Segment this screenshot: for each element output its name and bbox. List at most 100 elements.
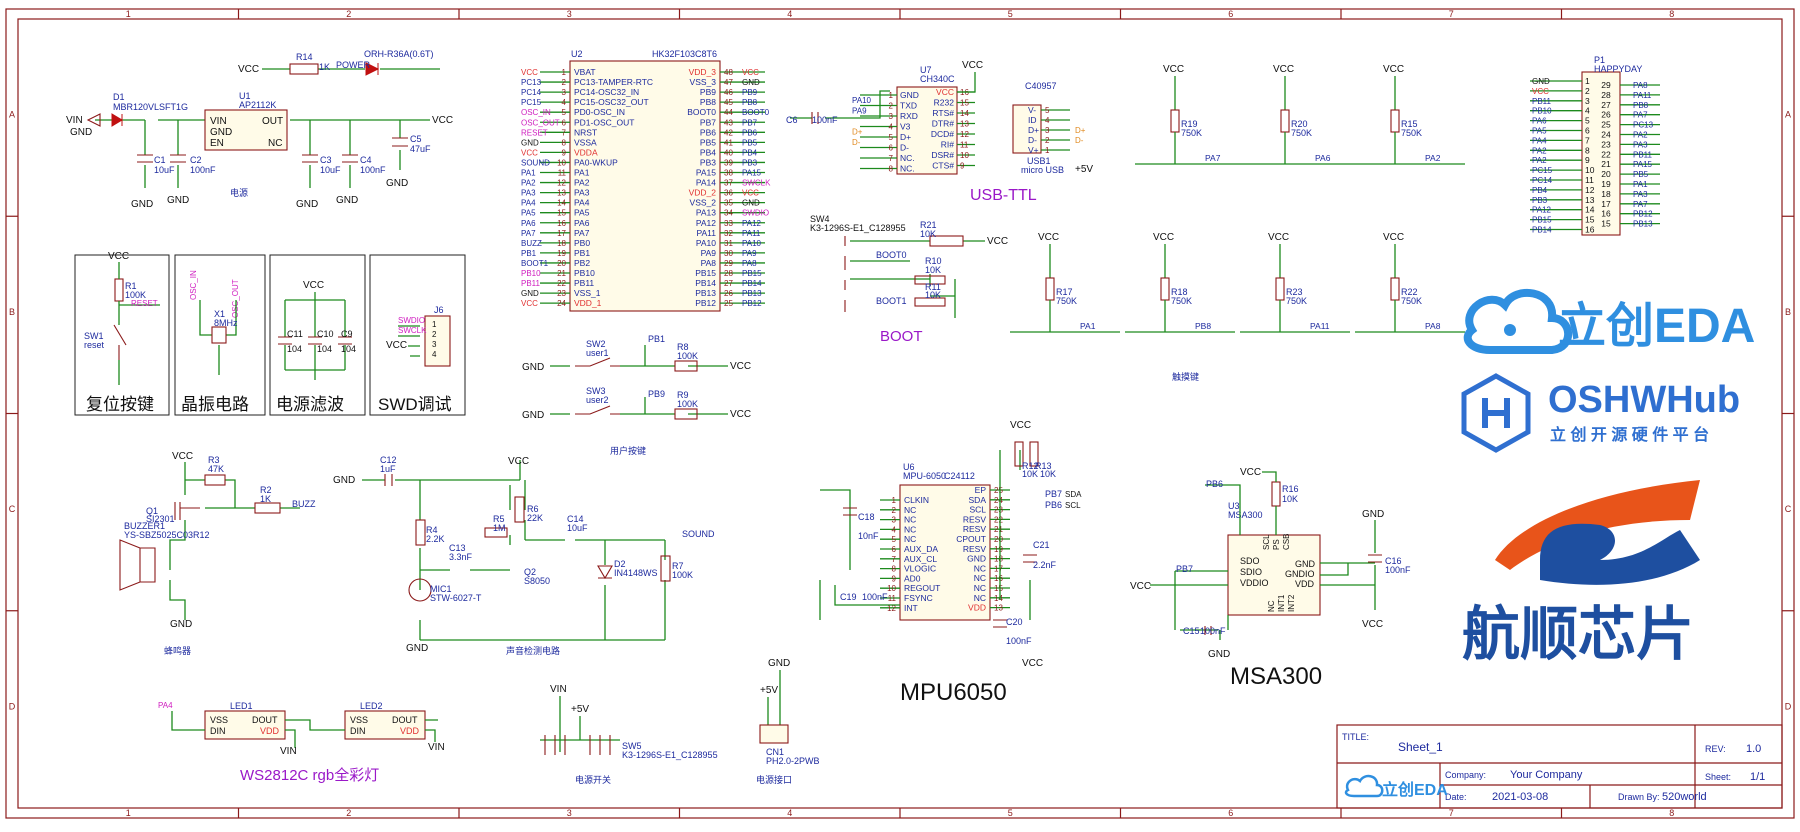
header-pin-number: 11 [1585, 175, 1594, 185]
boot-section: SW4 K3-1296S-E1_C128955 R21 10K R10 10K … [810, 214, 1008, 345]
r5-label: R5 [493, 514, 505, 524]
cn1-caption: 电源接口 [756, 774, 792, 785]
c12-label: C12 [380, 455, 397, 465]
frame-row-label: B [1785, 307, 1791, 317]
mpu-pin-number: 18 [994, 555, 1003, 564]
touch-res-ref: R18 [1171, 287, 1188, 297]
mcu-pin-number: 47 [724, 78, 733, 87]
title-block-logo: 立创EDA [1382, 780, 1448, 799]
boot0-net: BOOT0 [876, 250, 907, 260]
header-net-label: PA4 [1532, 136, 1547, 145]
mcu-pin-number: 10 [557, 158, 566, 167]
title-label: TITLE: [1342, 732, 1369, 742]
header-net-label: PB8 [1633, 101, 1649, 110]
ch340-pin-number: 11 [960, 141, 969, 150]
frame-col-label: 4 [787, 9, 792, 19]
mcu-net-label: PA12 [742, 219, 762, 228]
mcu-pin-number: 14 [557, 199, 566, 208]
ch340-pin-number: 6 [889, 144, 894, 153]
mpu-pin-name: AUX_CL [904, 554, 937, 564]
header-pin-number: 14 [1585, 205, 1595, 215]
touch-vcc-label: VCC [1153, 232, 1174, 243]
mcu-pin-number: 43 [724, 118, 733, 127]
header-net-label: PC13 [1633, 121, 1654, 130]
filter-caption: 电源滤波 [276, 395, 344, 414]
frame-col-label: 4 [787, 808, 792, 818]
ch340-pin-number: 12 [960, 130, 969, 139]
c14-label: C14 [567, 514, 584, 524]
sw3-name: user2 [586, 395, 609, 405]
mcu-pin-name: VSS_2 [690, 198, 717, 208]
c18-val: 10nF [858, 531, 879, 541]
svg-text:1: 1 [432, 320, 437, 329]
mcu-pin-name: PD1-OSC_OUT [574, 117, 634, 127]
r21-val: 10K [920, 229, 936, 239]
led2-pin-vss: VSS [350, 715, 368, 725]
ch340-pin-number: 7 [889, 154, 894, 163]
sw3-ref: SW3 [586, 386, 606, 396]
mcu-net-label: PB10 [521, 269, 541, 278]
c3-label: C3 [320, 155, 332, 165]
header-net-label: PB11 [1633, 150, 1653, 159]
c3-val: 10uF [320, 165, 341, 175]
mcu-pin-name: BOOT0 [687, 107, 716, 117]
c20-val: 100nF [1006, 636, 1032, 646]
led1-vin: VIN [280, 746, 297, 757]
r7-label: R7 [672, 561, 684, 571]
header-pin-number: 29 [1601, 80, 1611, 90]
header-net-label: PB13 [1633, 220, 1653, 229]
mpu-pin-name: VLOGIC [904, 564, 936, 574]
frame-col-label: 6 [1228, 9, 1233, 19]
mpu-pin-number: 21 [994, 525, 1003, 534]
mpu-pin-number: 8 [892, 565, 897, 574]
mcu-pin-number: 26 [724, 289, 733, 298]
frame-col-label: 3 [567, 808, 572, 818]
header-net-label: PA2 [1532, 156, 1547, 165]
header-net-label: PA2 [1633, 131, 1648, 140]
ch340-net-label: PA10 [852, 96, 872, 105]
r5-val: 1M [493, 523, 506, 533]
usb-5v-label: +5V [1075, 164, 1093, 175]
mcu-pin-name: PB4 [700, 147, 716, 157]
header-net-label: PA2 [1532, 146, 1547, 155]
power-led-ref: ORH-R36A(0.6T) [364, 49, 434, 59]
r12-val: 10K [1022, 469, 1038, 479]
touch-vcc-label: VCC [1273, 64, 1294, 75]
mpu-pin-number: 1 [892, 496, 897, 505]
ch340-pin-number: 8 [889, 165, 894, 174]
logo-area: 立创EDA OSHWHub 立 创 开 源 硬 件 平 台 航顺芯片 [1461, 288, 1755, 667]
mcu-pin-name: PB0 [574, 238, 590, 248]
touch-net-label: PA7 [1205, 153, 1221, 163]
frame-col-label: 6 [1228, 808, 1233, 818]
mcu-pin-number: 8 [562, 138, 567, 147]
mcu-net-label: PC13 [521, 78, 542, 87]
mcu-pin-number: 12 [557, 179, 566, 188]
mcu-pin-number: 2 [562, 78, 567, 87]
usb-pin-number: 1 [1045, 146, 1050, 155]
header-net-label: PB10 [1532, 107, 1552, 116]
mcu-pin-number: 13 [557, 189, 566, 198]
mcu-pin-number: 31 [724, 239, 733, 248]
frame-row-label: A [9, 110, 15, 120]
title-value: Sheet_1 [1398, 740, 1443, 754]
mpu-pin-number: 17 [994, 564, 1003, 573]
mcu-pin-name: PB7 [700, 117, 716, 127]
header-pin-number: 8 [1585, 145, 1590, 155]
buzzer-part: YS-SBZ5025C03R12 [124, 530, 210, 540]
c5-label: C5 [410, 134, 422, 144]
vcc-label-msa: VCC [1240, 467, 1261, 478]
mcu-pin-number: 28 [724, 269, 733, 278]
buzz-net: BUZZ [292, 499, 316, 509]
touch-res-val: 750K [1171, 296, 1192, 306]
mcu-net-label: PA1 [521, 169, 536, 178]
mpu-pin-number: 16 [994, 574, 1003, 583]
mpu-pin-name: NC [904, 515, 916, 525]
c18-label: C18 [858, 512, 875, 522]
mcu-pin-name: PA14 [696, 178, 716, 188]
r16-label: R16 [1282, 484, 1299, 494]
frame-col-label: 1 [126, 808, 131, 818]
